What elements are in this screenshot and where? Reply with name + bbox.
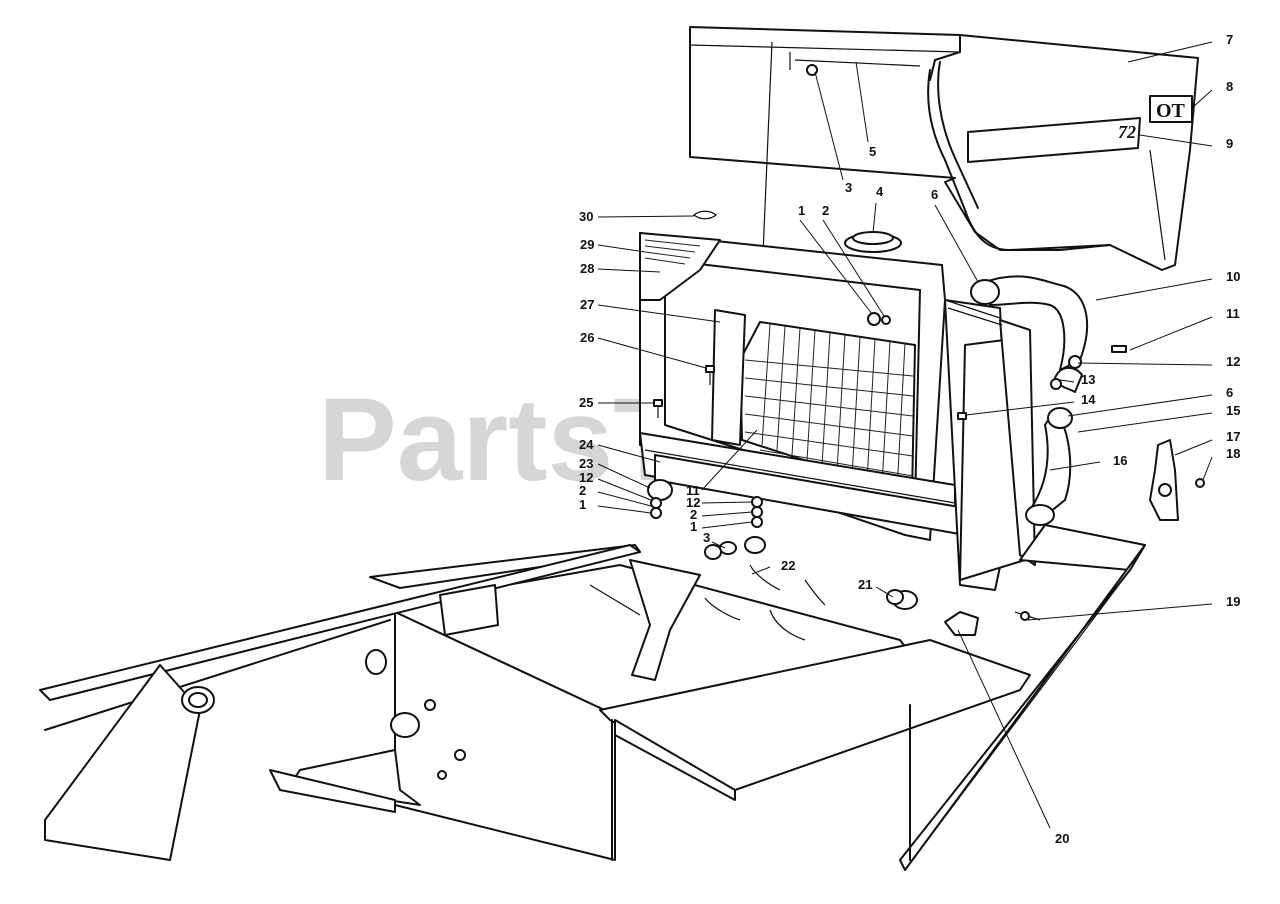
callout-17: 17 bbox=[1226, 429, 1240, 444]
callout-5: 5 bbox=[869, 144, 876, 159]
fittings bbox=[647, 64, 1127, 610]
callout-14: 14 bbox=[1081, 392, 1096, 407]
callout-8: 8 bbox=[1226, 79, 1233, 94]
hose-clamp-upper bbox=[970, 279, 1000, 305]
callout-23: 23 bbox=[579, 456, 593, 471]
callout-19: 19 bbox=[1226, 594, 1240, 609]
hood-part: OT 72 bbox=[689, 26, 1199, 326]
callout-15: 15 bbox=[1226, 403, 1240, 418]
callout-2: 2 bbox=[690, 507, 697, 522]
callout-13: 13 bbox=[1081, 372, 1095, 387]
hood-badge-plate bbox=[1149, 95, 1193, 123]
tractor-frame bbox=[39, 524, 1146, 871]
callout-4: 4 bbox=[876, 184, 884, 199]
leader-lines bbox=[597, 41, 1213, 829]
callout-22: 22 bbox=[781, 558, 795, 573]
callout-21: 21 bbox=[858, 577, 872, 592]
callout-27: 27 bbox=[580, 297, 594, 312]
callout-3: 3 bbox=[845, 180, 852, 195]
latch-parts bbox=[944, 439, 1205, 636]
callout-10: 10 bbox=[1226, 269, 1240, 284]
callout-30: 30 bbox=[579, 209, 593, 224]
callout-28: 28 bbox=[580, 261, 594, 276]
callout-20: 20 bbox=[1055, 831, 1069, 846]
callout-24: 24 bbox=[579, 437, 594, 452]
hood-number-text: 72 bbox=[1118, 122, 1136, 142]
callout-2: 2 bbox=[579, 483, 586, 498]
callout-12: 12 bbox=[686, 495, 700, 510]
radiator-core-fins bbox=[744, 323, 914, 492]
callout-6: 6 bbox=[931, 187, 938, 202]
callout-3: 3 bbox=[703, 530, 710, 545]
callout-11: 11 bbox=[686, 483, 700, 498]
hood-badge-text: OT bbox=[1156, 100, 1186, 122]
callout-2: 2 bbox=[822, 203, 829, 218]
callout-18: 18 bbox=[1226, 446, 1240, 461]
callout-1: 1 bbox=[579, 497, 586, 512]
callout-1: 1 bbox=[690, 519, 697, 534]
radiator-hoses bbox=[970, 275, 1089, 526]
callout-9: 9 bbox=[1226, 136, 1233, 151]
callout-12: 12 bbox=[1226, 354, 1240, 369]
callout-26: 26 bbox=[580, 330, 594, 345]
callout-16: 16 bbox=[1113, 453, 1127, 468]
callout-1: 1 bbox=[798, 203, 805, 218]
callout-6: 6 bbox=[1226, 385, 1233, 400]
hose-clamp-lower bbox=[1047, 407, 1073, 429]
callout-25: 25 bbox=[579, 395, 593, 410]
callout-7: 7 bbox=[1226, 32, 1233, 47]
callout-29: 29 bbox=[580, 237, 594, 252]
callout-11: 11 bbox=[1226, 306, 1240, 321]
callout-12: 12 bbox=[579, 470, 593, 485]
